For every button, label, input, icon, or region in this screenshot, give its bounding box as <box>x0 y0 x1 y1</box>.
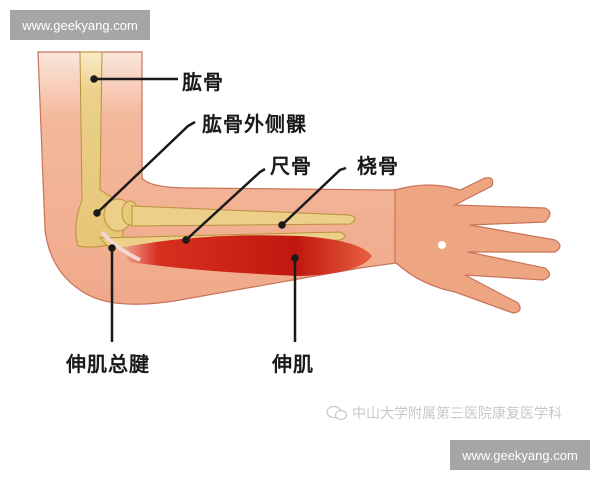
hand <box>394 177 561 314</box>
label-lateral-epicondyle: 肱骨外侧髁 <box>202 112 307 136</box>
hand-spot <box>438 241 446 249</box>
watermark-bottom: www.geekyang.com <box>450 440 590 470</box>
humerus-bone <box>75 51 139 248</box>
leader-lines <box>90 75 347 342</box>
extensor-muscle <box>100 230 372 276</box>
watermark-top: www.geekyang.com <box>10 10 150 40</box>
label-humerus: 肱骨 <box>182 70 224 94</box>
source-credit: 中山大学附属第三医院康复医学科 <box>326 403 562 423</box>
label-radius: 桡骨 <box>357 154 399 178</box>
credit-text: 中山大学附属第三医院康复医学科 <box>352 406 562 422</box>
label-ulna: 尺骨 <box>270 154 312 178</box>
common-extensor-tendon <box>100 230 141 262</box>
wechat-icon <box>326 405 348 421</box>
label-common-extensor-tendon: 伸肌总腱 <box>66 352 150 376</box>
label-extensor-muscle: 伸肌 <box>272 352 314 376</box>
